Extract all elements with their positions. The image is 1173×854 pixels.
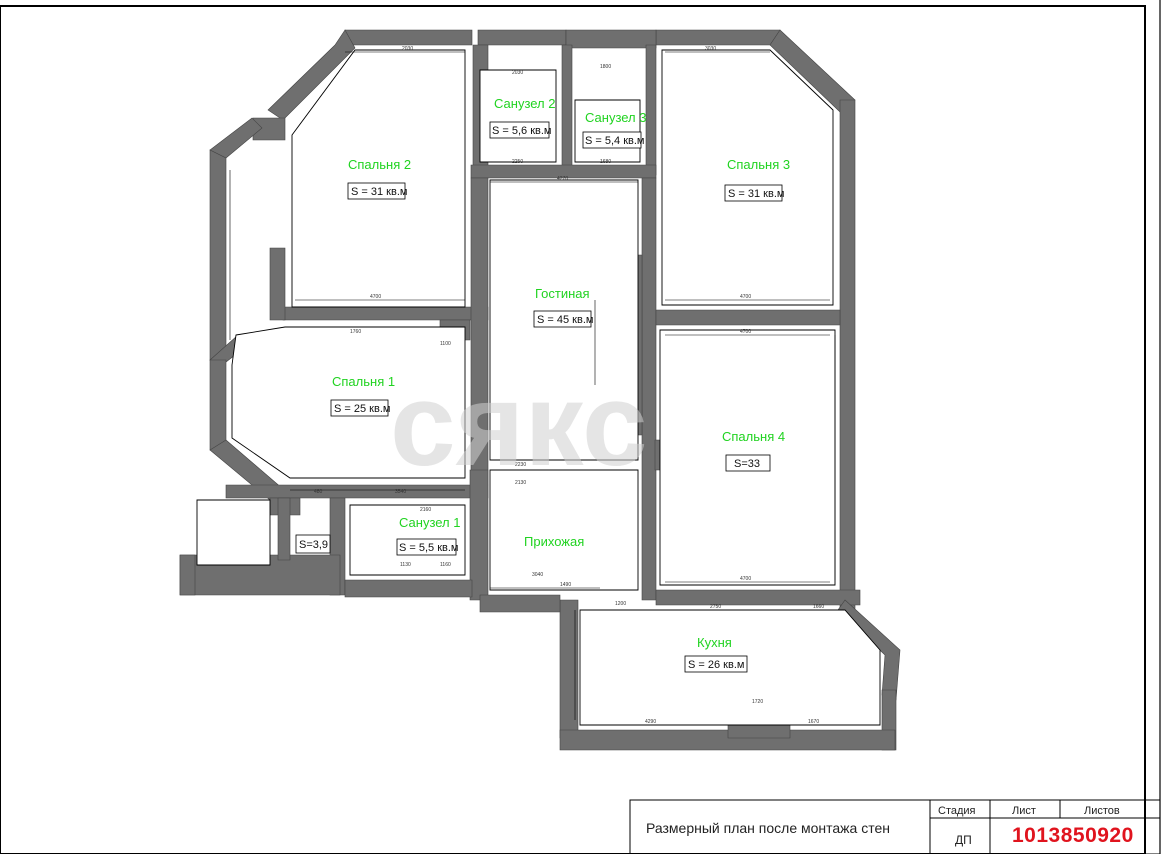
bedroom3-floor: [661, 49, 834, 306]
title-block-stage-value: ДП: [955, 833, 972, 847]
area-living: S = 45 кв.м: [537, 314, 593, 326]
dim-bath1-top: 2160: [420, 507, 431, 513]
hall-floor: [489, 469, 639, 591]
area-box-bedroom4: [725, 454, 771, 472]
area-box-bath2: [489, 121, 550, 139]
room-labels: Спальня 2 S = 31 кв.м Санузел 2 S = 5,6 …: [295, 96, 790, 673]
label-living: Гостиная: [535, 286, 590, 301]
dim-hall-bottom: 3040: [532, 572, 543, 578]
label-bedroom4: Спальня 4: [722, 429, 785, 444]
dim-bedroom4-top: 4700: [740, 329, 751, 335]
area-box-storage: [295, 534, 331, 554]
dimension-lines: [229, 51, 880, 726]
sheet-frame: [0, 5, 1146, 854]
label-bedroom3: Спальня 3: [727, 157, 790, 172]
area-bath3: S = 5,4 кв.м: [585, 135, 645, 147]
label-bedroom2: Спальня 2: [348, 157, 411, 172]
dim-hall-top2: 2130: [515, 480, 526, 486]
dim-bedroom1-right: 1100: [440, 341, 451, 347]
dim-bedroom1-top: 1760: [350, 329, 361, 335]
area-box-living: [533, 310, 592, 328]
label-kitchen: Кухня: [697, 635, 732, 650]
bath2-floor: [479, 69, 557, 163]
dim-bedroom3-top: 3030: [705, 46, 716, 52]
dim-bath2-bottom: 2250: [512, 159, 523, 165]
dim-living-top: 4270: [557, 176, 568, 182]
dim-bedroom2-top: 2030: [402, 46, 413, 52]
dim-bedroom3-bottom: 4700: [740, 294, 751, 300]
label-bedroom1: Спальня 1: [332, 374, 395, 389]
title-block-sheet-header: Лист: [1012, 805, 1036, 817]
label-bath3: Санузел 3: [585, 110, 646, 125]
dim-bath3-bottom: 1680: [600, 159, 611, 165]
dim-hall-top: 2230: [515, 462, 526, 468]
dim-kitchen-niche: 1720: [752, 699, 763, 705]
dim-kitchen-top2: 1660: [813, 604, 824, 610]
area-bath1: S = 5,5 кв.м: [399, 542, 459, 554]
label-bath2: Санузел 2: [494, 96, 555, 111]
area-box-bedroom3: [724, 184, 783, 202]
area-box-bedroom1: [330, 399, 389, 417]
dim-hall-door: 1200: [615, 601, 626, 607]
area-box-bath3: [582, 131, 642, 149]
area-bedroom2: S = 31 кв.м: [351, 186, 407, 198]
area-kitchen: S = 26 кв.м: [688, 659, 744, 671]
dim-kitchen-right: 1670: [808, 719, 819, 725]
dim-kitchen-bottom: 4290: [645, 719, 656, 725]
label-hall: Прихожая: [524, 534, 584, 549]
title-block-sheets-header: Листов: [1084, 805, 1120, 817]
area-bedroom4: S=33: [734, 458, 760, 470]
area-box-bedroom2: [347, 182, 406, 200]
dim-bath1-bottom: 1130: [400, 562, 411, 568]
title-block-stage-header: Стадия: [938, 805, 976, 817]
area-bedroom3: S = 31 кв.м: [728, 188, 784, 200]
dimension-labels: 2030 4700 3030 4700 4270 4700 4700 4290 …: [314, 46, 824, 725]
dim-bath2-top: 2030: [512, 70, 523, 76]
dim-bedroom1-bottom: 3540: [395, 489, 406, 495]
title-block-title: Размерный план после монтажа стен: [646, 820, 890, 836]
area-bath2: S = 5,6 кв.м: [492, 125, 552, 137]
dim-bath1-bottom2: 1160: [440, 562, 451, 568]
dim-bath3-top: 1800: [600, 64, 611, 70]
dim-kitchen-top: 2750: [710, 604, 721, 610]
area-box-bath1: [396, 538, 457, 556]
watermark: сякс: [390, 359, 648, 491]
dim-bedroom4-bottom: 4700: [740, 576, 751, 582]
area-storage: S=3,9: [299, 539, 328, 551]
dim-bedroom2-bottom: 4700: [370, 294, 381, 300]
area-box-kitchen: [684, 655, 748, 673]
listing-id-stamp: 1013850920: [1012, 824, 1134, 847]
dim-hall-bottom2: 1490: [560, 582, 571, 588]
storage-floor: [196, 499, 271, 566]
dim-bedroom1-left: 480: [314, 489, 323, 495]
title-block: [629, 799, 1161, 854]
area-bedroom1: S = 25 кв.м: [334, 403, 390, 415]
bedroom2-floor: [291, 49, 466, 308]
label-bath1: Санузел 1: [399, 515, 460, 530]
